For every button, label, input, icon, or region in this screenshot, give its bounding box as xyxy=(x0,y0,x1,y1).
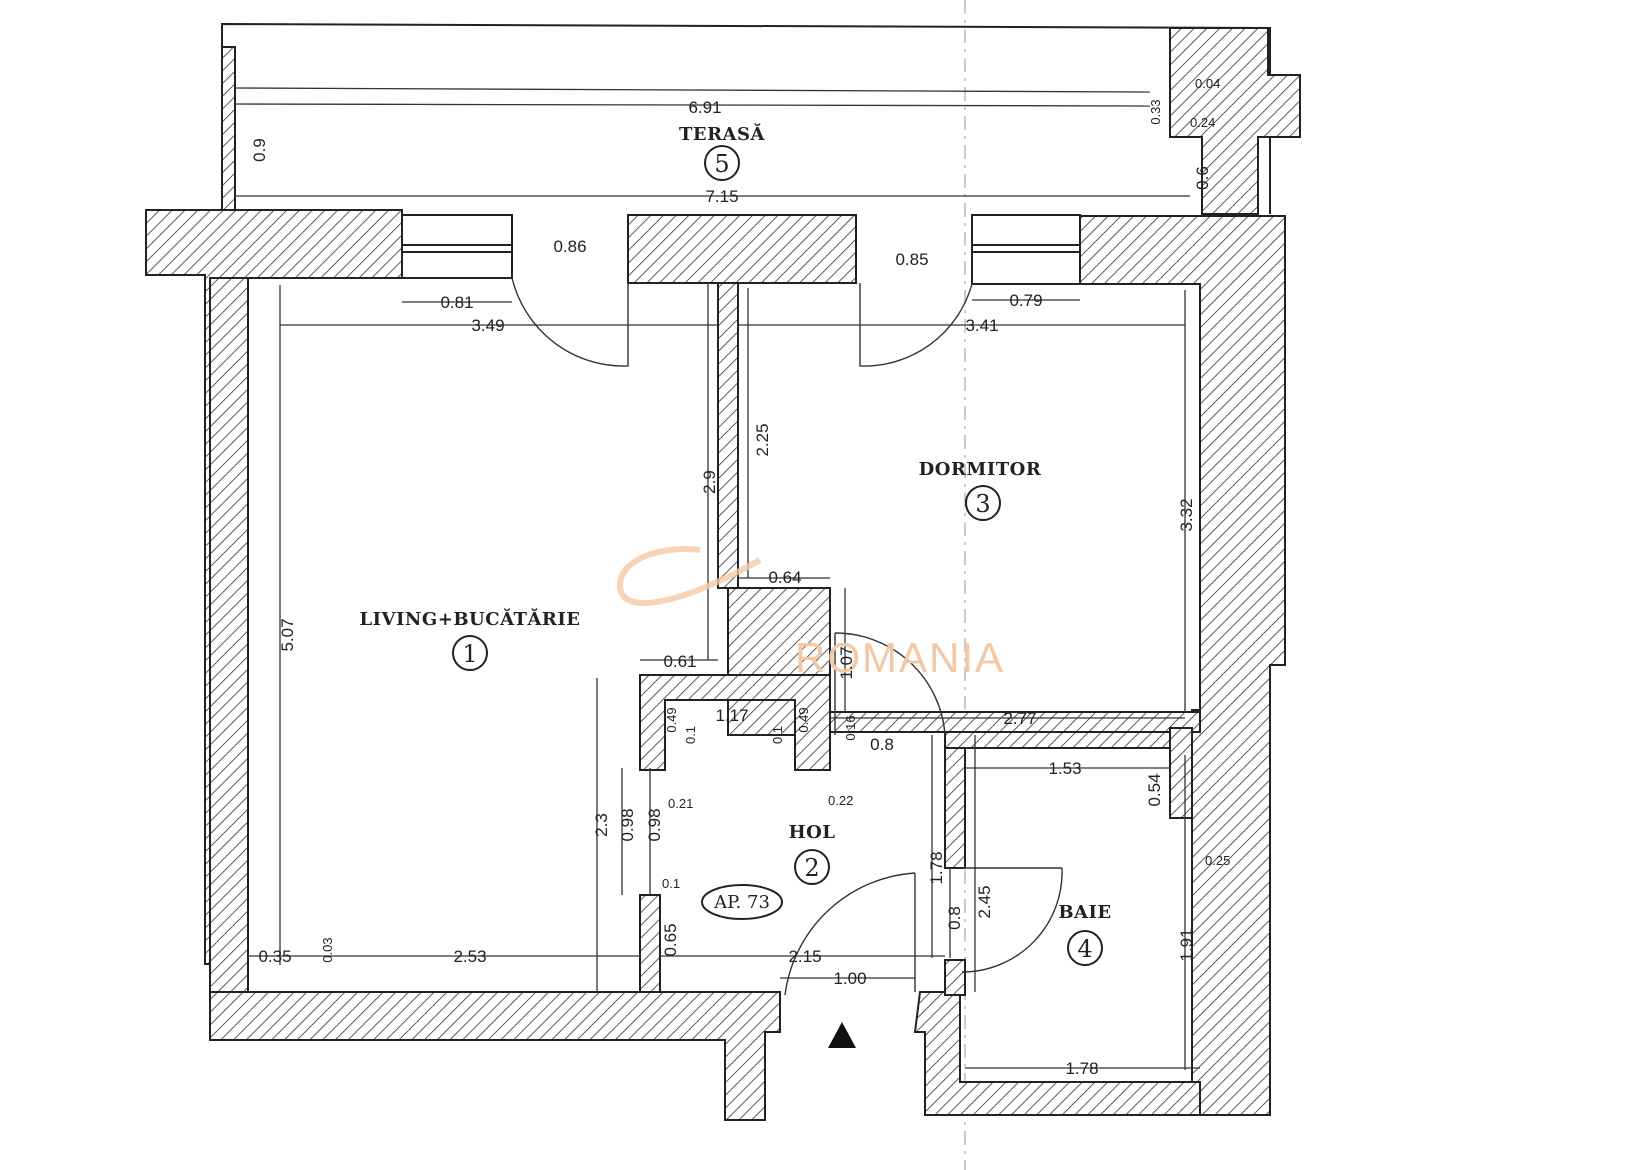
dim-bath-025: 0.25 xyxy=(1205,853,1230,868)
dim-closet-width: 1.17 xyxy=(715,706,748,725)
dim-small-01a: 0.1 xyxy=(683,726,698,744)
dim-bedroom-door: 0.85 xyxy=(895,250,928,269)
dim-closet-right: 0.49 xyxy=(796,707,811,732)
dim-bath-top: 1.53 xyxy=(1048,759,1081,778)
dim-hall-098b: 0.98 xyxy=(645,808,664,841)
dim-terrace-inner: 6.91 xyxy=(688,98,721,117)
watermark-swoosh xyxy=(616,546,762,607)
dim-hall-065: 0.65 xyxy=(661,923,680,956)
room-baie-badge xyxy=(1067,930,1103,966)
watermark: ROMANIA xyxy=(795,634,1005,681)
dim-small-022: 0.22 xyxy=(828,793,853,808)
room-hol-name: HOL xyxy=(789,822,836,843)
dim-living-door: 0.86 xyxy=(553,237,586,256)
dim-hall-215: 2.15 xyxy=(788,947,821,966)
dim-small-01c: 0.1 xyxy=(662,876,680,891)
dim-hall-23: 2.3 xyxy=(592,813,611,837)
dim-bath-08: 0.8 xyxy=(945,906,964,930)
dim-bedroom-door-107: 1.07 xyxy=(837,646,856,679)
dim-terrace-step-b: 0.33 xyxy=(1148,99,1163,124)
dim-living-wall-29: 2.9 xyxy=(700,470,719,494)
apartment-tag: AP. 73 xyxy=(713,892,770,913)
dim-bedroom-depth: 3.32 xyxy=(1177,498,1196,531)
dim-entry-100: 1.00 xyxy=(833,969,866,988)
dim-bedroom-bottom: 2.77 xyxy=(1003,709,1036,728)
dim-living-035: 0.35 xyxy=(258,947,291,966)
room-hol-number: 2 xyxy=(804,854,819,882)
room-hol-badge xyxy=(794,849,830,885)
dim-living-253: 2.53 xyxy=(453,947,486,966)
dimension-lines xyxy=(248,283,1200,1070)
dim-terrace-depth-right: 0.6 xyxy=(1193,166,1212,190)
dim-bedroom-window: 0.79 xyxy=(1009,291,1042,310)
room-baie-number: 4 xyxy=(1077,935,1092,963)
dim-terrace-outer: 7.15 xyxy=(705,187,738,206)
dim-bedroom-width: 3.41 xyxy=(965,316,998,335)
room-baie-name: BAIE xyxy=(1058,902,1111,923)
room-living-name: LIVING+BUCĂTĂRIE xyxy=(359,607,580,630)
room-living-badge xyxy=(452,635,488,671)
dim-terrace-depth-left: 0.9 xyxy=(250,138,269,162)
windows xyxy=(401,214,1081,285)
dim-small-016: 0.16 xyxy=(843,715,858,740)
dim-bath-245: 2.45 xyxy=(975,885,994,918)
room-terasa-badge xyxy=(704,145,740,181)
dim-pillar-064: 0.64 xyxy=(768,568,801,587)
apartment-tag-oval xyxy=(701,884,783,920)
doors xyxy=(511,277,1063,996)
dim-living-003: 0.03 xyxy=(320,937,335,962)
dim-living-depth: 5.07 xyxy=(278,618,297,651)
room-dormitor-name: DORMITOR xyxy=(919,459,1042,480)
room-dormitor-number: 3 xyxy=(975,490,990,518)
dim-bedroom-wall-225: 2.25 xyxy=(753,423,772,456)
dim-terrace-step-a: 0.04 xyxy=(1195,76,1220,91)
terrace xyxy=(221,22,1301,215)
dim-hall-178: 1.78 xyxy=(927,851,946,884)
dim-bath-bottom: 1.78 xyxy=(1065,1059,1098,1078)
outer-walls xyxy=(145,209,1286,1121)
room-terasa-number: 5 xyxy=(714,150,729,178)
dim-closet-left: 0.49 xyxy=(664,707,679,732)
room-dormitor-badge xyxy=(965,485,1001,521)
dim-bath-054: 0.54 xyxy=(1145,773,1164,806)
room-living-number: 1 xyxy=(462,640,477,668)
dim-living-window: 0.81 xyxy=(440,293,473,312)
dim-terrace-step-c: 0.24 xyxy=(1190,115,1215,130)
dim-pillar-061: 0.61 xyxy=(663,652,696,671)
room-terasa-name: TERASĂ xyxy=(679,122,766,145)
dim-bath-191: 1.91 xyxy=(1177,928,1196,961)
dim-small-08a: 0.8 xyxy=(870,735,894,754)
dim-small-01b: 0.1 xyxy=(770,726,785,744)
dim-living-width: 3.49 xyxy=(471,316,504,335)
dim-hall-098a: 0.98 xyxy=(618,808,637,841)
entry-arrow-icon xyxy=(828,1022,856,1048)
dim-small-021: 0.21 xyxy=(668,796,693,811)
